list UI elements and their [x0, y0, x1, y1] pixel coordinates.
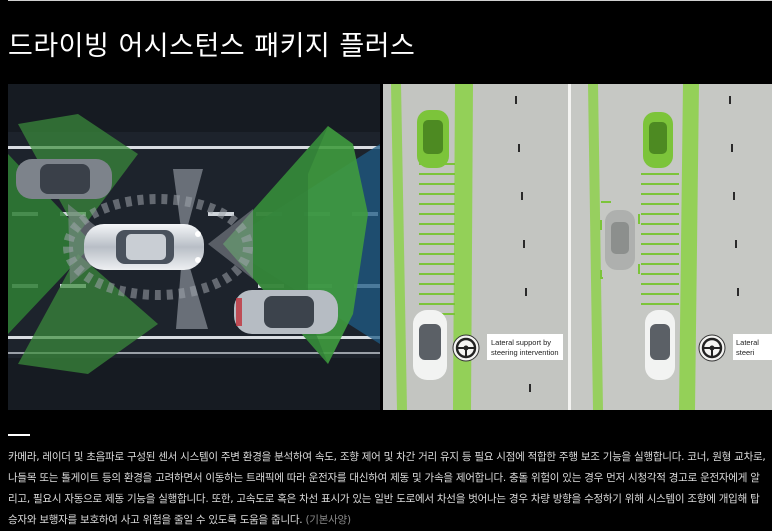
caption-lateral-support-1b: steering intervention — [491, 348, 559, 357]
caption-lateral-support-2b: steeri — [736, 348, 755, 357]
sensor-coverage-illustration — [8, 84, 380, 410]
page-title: 드라이빙 어시스턴스 패키지 플러스 — [8, 31, 416, 62]
caption-lateral-support-2a: Lateral — [736, 338, 759, 347]
standard-spec-note: (기본사양) — [305, 514, 351, 526]
caption-lateral-support-1a: Lateral support by — [491, 338, 551, 347]
description-body: 카메라, 레이더 및 초음파로 구성된 센서 시스템이 주변 환경을 분석하여 … — [8, 451, 766, 526]
feature-description: 카메라, 레이더 및 초음파로 구성된 센서 시스템이 주변 환경을 분석하여 … — [8, 447, 768, 531]
top-divider — [8, 0, 772, 1]
section-accent-rule — [8, 434, 30, 436]
lateral-support-illustration: Lateral support by steering intervention… — [383, 84, 772, 410]
